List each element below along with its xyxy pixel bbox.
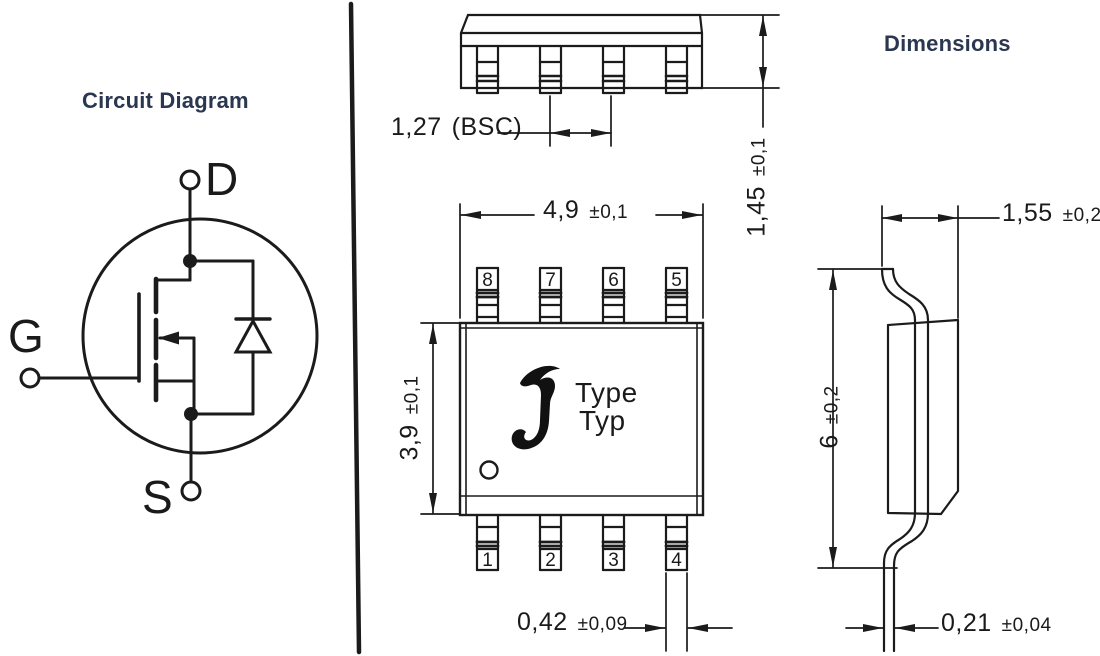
transistor-envelope-circle — [81, 217, 319, 455]
pin-number-7: 7 — [545, 270, 556, 291]
marking-type-en: Type — [575, 377, 638, 408]
side-body-outline — [886, 318, 960, 516]
gate-terminal-label: G — [8, 310, 44, 362]
top-pins-row-lower — [475, 513, 689, 572]
body-length-value: 3,9 — [395, 424, 424, 461]
lead-width-label: 0,42 ±0,09 — [517, 610, 628, 635]
diode-anode-triangle — [233, 317, 273, 354]
body-thickness-label: 1,55 ±0,2 — [1002, 201, 1100, 226]
lead-width-value: 0,42 — [517, 608, 568, 636]
drain-junction-dot — [183, 254, 197, 268]
lead-span-value: 6 — [815, 434, 844, 449]
pin-pitch-label: 1,27 (BSC) — [391, 115, 522, 140]
pin-number-6: 6 — [608, 270, 619, 291]
pin-number-3: 3 — [608, 550, 619, 571]
marking-type-de: Typ — [579, 405, 626, 436]
package-side-view — [880, 267, 960, 653]
body-length-label: 3,9 ±0,1 — [395, 375, 424, 461]
circuit-diagram-title: Circuit Diagram — [82, 88, 249, 113]
body-arrow — [158, 331, 179, 345]
drain-terminal-node — [179, 169, 201, 191]
body-thickness-tolerance: ±0,2 — [1062, 205, 1100, 226]
package-height-label: 1,45 ±0,1 — [742, 137, 771, 237]
mosfet-symbol — [137, 276, 179, 403]
top-lead-outer — [880, 267, 917, 322]
dimensions-title: Dimensions — [884, 31, 1011, 56]
body-width-tolerance: ±0,1 — [589, 202, 629, 223]
pin-number-5: 5 — [671, 270, 682, 291]
pin-pitch-tolerance: (BSC) — [451, 113, 523, 141]
package-front-view — [459, 13, 704, 95]
package-height-value: 1,45 — [742, 186, 771, 237]
pin-number-4: 4 — [671, 550, 682, 571]
pin1-indicator-dot — [479, 460, 499, 480]
pin-number-8: 8 — [482, 270, 493, 291]
pin-number-1: 1 — [482, 550, 493, 571]
body-length-tolerance: ±0,1 — [401, 375, 423, 415]
body-thickness-value: 1,55 — [1002, 199, 1053, 227]
pin-pitch-value: 1,27 — [391, 113, 442, 141]
diotec-logo-icon — [511, 365, 560, 450]
lead-width-tolerance: ±0,09 — [577, 614, 628, 635]
lead-span-tolerance: ±0,2 — [821, 385, 843, 425]
lead-thickness-value: 0,21 — [941, 609, 992, 637]
bottom-lead-outer — [882, 511, 917, 653]
source-terminal-node — [180, 480, 202, 502]
dimension-lines — [420, 14, 1000, 652]
drain-terminal-label: D — [205, 153, 239, 205]
package-height-tolerance: ±0,1 — [748, 137, 770, 177]
source-junction-dot — [184, 407, 198, 421]
lead-thickness-label: 0,21 ±0,04 — [941, 611, 1052, 636]
top-lead-inner — [891, 267, 930, 322]
body-diode — [233, 317, 273, 354]
pin-number-2: 2 — [545, 550, 556, 571]
source-terminal-label: S — [142, 471, 173, 523]
lead-span-label: 6 ±0,2 — [815, 385, 844, 449]
front-pins — [475, 45, 689, 95]
panel-divider — [348, 1, 362, 655]
top-pins-row-upper — [475, 266, 689, 325]
body-width-value: 4,9 — [543, 196, 580, 224]
top-body-outline — [458, 321, 705, 517]
mosfet-circuit — [19, 169, 319, 502]
package-top-view — [458, 266, 705, 572]
wires — [37, 187, 255, 484]
gate-terminal-node — [19, 367, 41, 389]
bottom-lead-inner — [892, 511, 930, 653]
lead-thickness-tolerance: ±0,04 — [1001, 615, 1052, 636]
body-width-label: 4,9 ±0,1 — [543, 198, 628, 223]
